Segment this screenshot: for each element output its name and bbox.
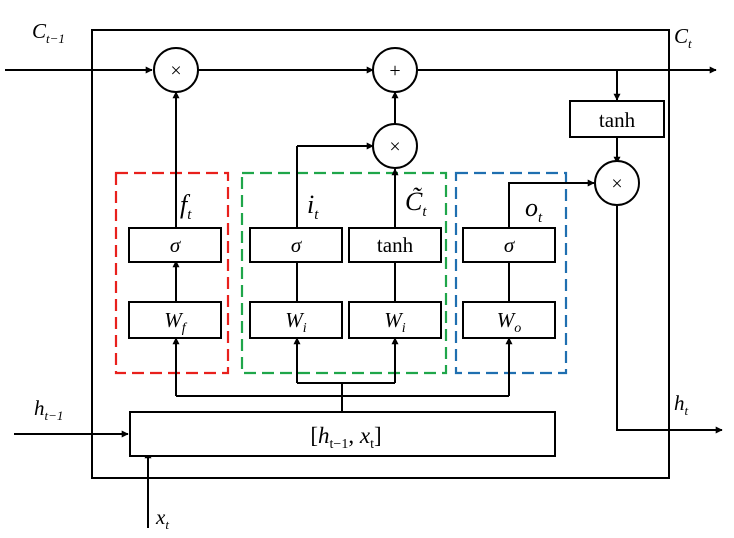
weight-f-box [128, 301, 222, 339]
concat-label: [ht−1, xt] [310, 423, 381, 452]
prev-cell-state-label: Ct−1 [32, 19, 65, 46]
concat-box [129, 411, 556, 457]
multiply-symbol: × [389, 136, 400, 158]
add-symbol: + [389, 60, 400, 82]
output-gate-label: ot [525, 193, 543, 226]
sigma-i-label: σ [291, 233, 303, 257]
weight-i-box [249, 301, 343, 339]
sigma-f-label: σ [170, 233, 182, 257]
weight-o-box [462, 301, 556, 339]
input-gate-group [240, 171, 448, 375]
weight-o-label: Wo [497, 308, 522, 336]
input-multiply-node: × [372, 123, 418, 169]
output-multiply-node: × [594, 160, 640, 206]
sigma-o-label: σ [504, 233, 516, 257]
weight-i-label: Wi [285, 308, 307, 336]
multiply-symbol: × [611, 173, 622, 195]
tanh-c-label: tanh [377, 233, 414, 257]
cell-add-node: + [372, 47, 418, 93]
multiply-symbol: × [170, 60, 181, 82]
candidate-cell-label: C̃t [405, 187, 427, 220]
tanh-cell-label: tanh [599, 108, 636, 132]
forget-gate-group [114, 171, 230, 375]
output-gate-group [454, 171, 568, 375]
o-gate-to-mul-arrow [508, 179, 595, 228]
forget-gate-label: ft [180, 190, 192, 223]
next-hidden-state-label: ht [674, 391, 689, 418]
cell-boundary [91, 29, 670, 479]
tanh-c-box [348, 227, 442, 263]
input-x-label: xt [155, 505, 169, 532]
prev-hidden-state-label: ht−1 [34, 396, 63, 423]
sigma-o-box [462, 227, 556, 263]
tanh-cell-box [569, 100, 665, 138]
input-gate-label: it [307, 190, 319, 223]
weight-f-label: Wf [164, 308, 188, 336]
weight-c-box [348, 301, 442, 339]
next-cell-state-label: Ct [674, 24, 692, 51]
weight-c-label: Wi [384, 308, 406, 336]
hidden-output-arrow [616, 206, 723, 434]
sigma-f-box [128, 227, 222, 263]
forget-multiply-node: × [153, 47, 199, 93]
sigma-i-box [249, 227, 343, 263]
